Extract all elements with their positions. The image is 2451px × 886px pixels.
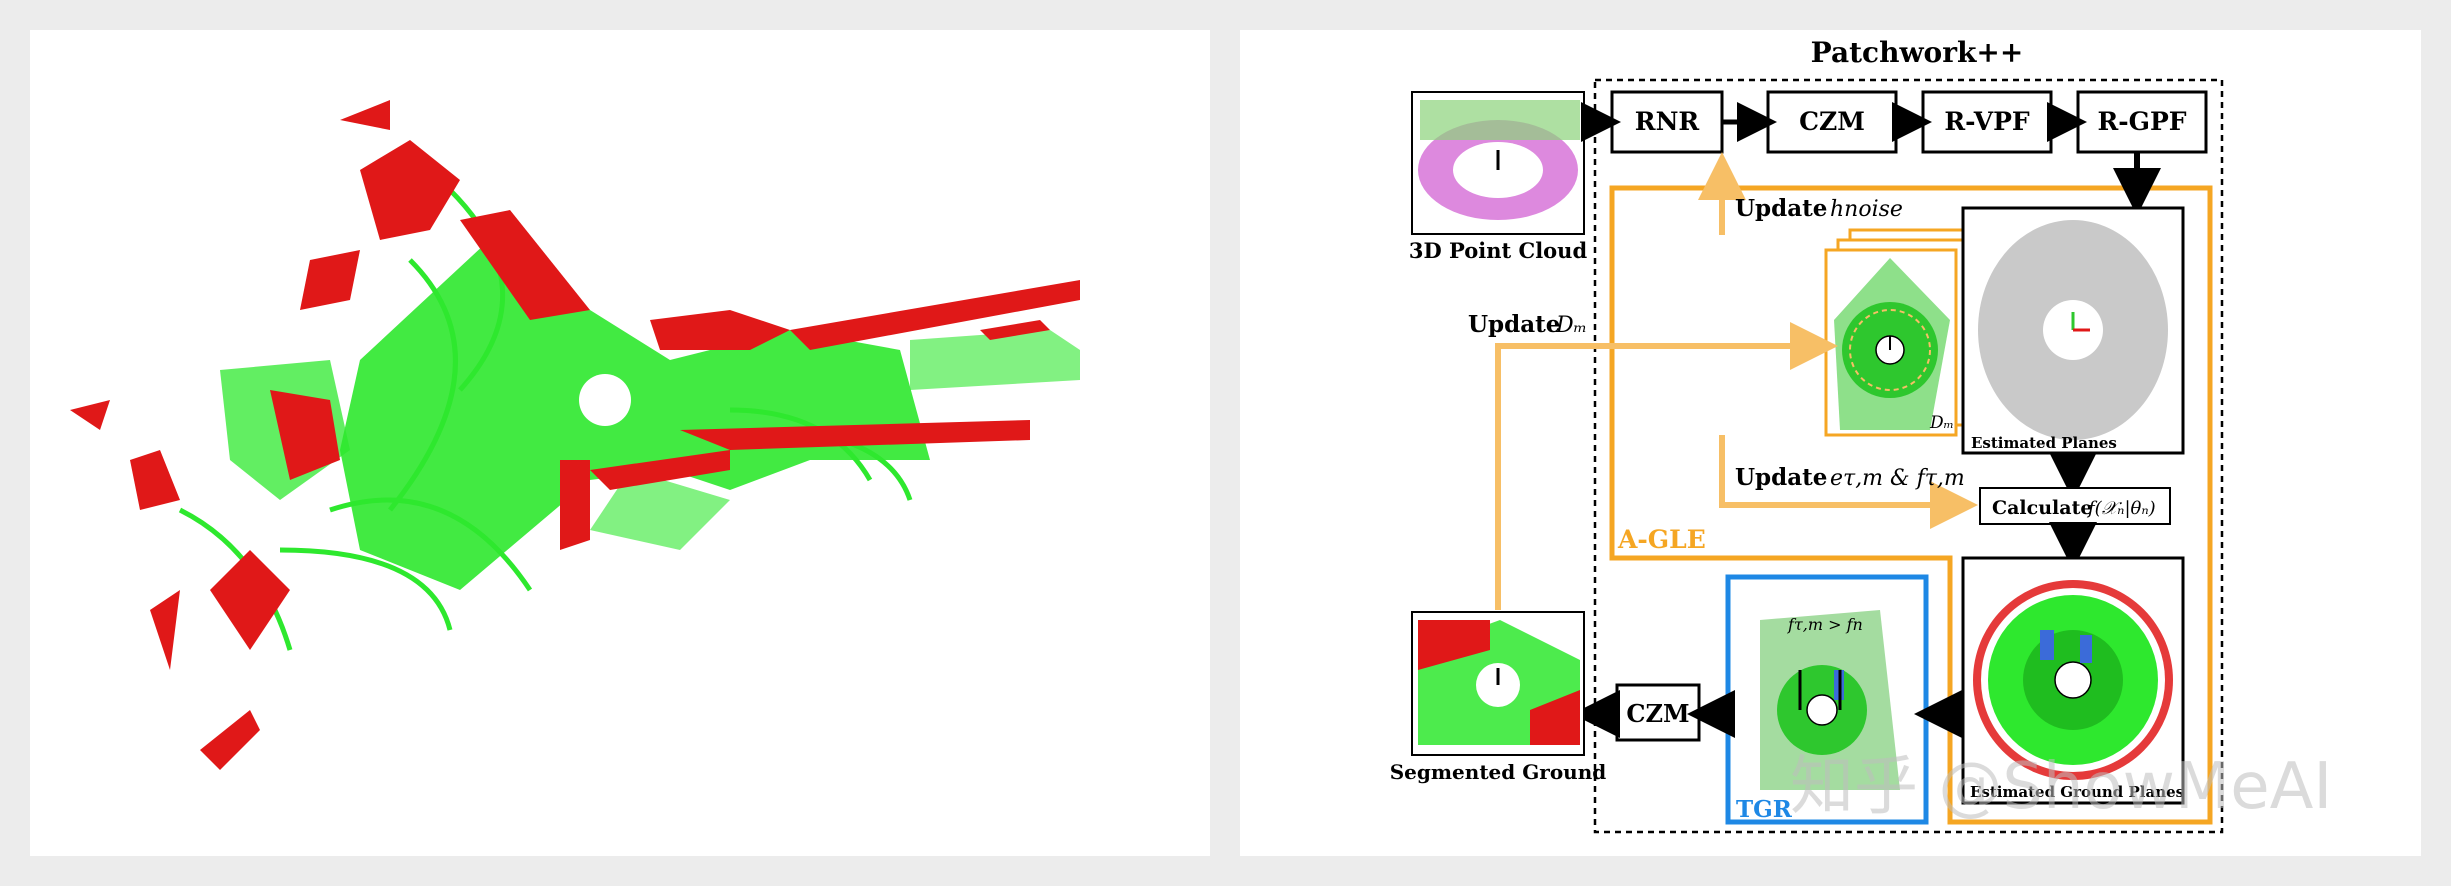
point-cloud-thumbnail — [1411, 91, 1585, 235]
segmented-ground-thumbnail — [1411, 611, 1585, 756]
ground-points — [178, 188, 1080, 651]
point-cloud-label: 3D Point Cloud — [1409, 238, 1588, 263]
tgr-label: TGR — [1736, 796, 1793, 823]
point-cloud-figure — [70, 100, 1080, 770]
rgpf-label: R-GPF — [2097, 107, 2186, 136]
watermark: 知乎 @ShowMeAI — [1790, 750, 2333, 824]
estimated-planes-label: Estimated Planes — [1971, 434, 2117, 452]
patchwork-boundary — [1593, 78, 2224, 834]
update-dm-word: Update — [1468, 311, 1560, 338]
dm-stack — [1824, 228, 1982, 437]
segmented-ground-label: Segmented Ground — [1390, 760, 1607, 784]
rnr-box — [1610, 90, 1724, 154]
rvpf-label: R-VPF — [1944, 107, 2030, 136]
agle-label: A-GLE — [1617, 525, 1706, 554]
calculate-math: f(𝒳ₙ|θₙ) — [2086, 498, 2156, 519]
czm-out-label: CZM — [1626, 699, 1689, 728]
update-e-word: Update — [1735, 464, 1827, 491]
dm-image-label: Dₘ — [1929, 413, 1954, 433]
estimated-ground-planes-label: Estimated Ground Planes — [1970, 783, 2184, 801]
calculate-box — [1979, 487, 2171, 525]
nonground-points — [70, 100, 1080, 770]
update-hnoise-word: Update — [1735, 195, 1827, 222]
update-dm-math: Dₘ — [1555, 313, 1587, 338]
czm-label: CZM — [1799, 107, 1865, 136]
update-hnoise-math: hnoise — [1830, 197, 1903, 222]
diagram-title: Patchwork++ — [1811, 36, 2024, 69]
pipeline-row: RNR CZM R-VPF R-GPF — [1581, 90, 2208, 154]
rnr-label: RNR — [1635, 107, 1700, 136]
point-cloud-panel — [30, 30, 1210, 856]
tgr-image — [1760, 610, 1900, 790]
estimated-ground-planes-image — [1961, 556, 2185, 805]
czm-out-box — [1615, 683, 1701, 742]
tgr-inequality: fτ,m > fn — [1787, 615, 1863, 634]
estimated-planes-image — [1961, 206, 2185, 455]
calculate-word: Calculate — [1992, 497, 2092, 519]
rgpf-box — [2076, 90, 2208, 154]
agle-boundary — [1609, 185, 2213, 825]
update-e-math: eτ,m & fτ,m — [1830, 466, 1965, 491]
diagram-panel: Patchwork++ 3D Point Cloud RNR CZM R-VPF… — [1240, 30, 2421, 856]
patchwork-diagram: Patchwork++ 3D Point Cloud RNR CZM R-VPF… — [1390, 36, 2224, 834]
